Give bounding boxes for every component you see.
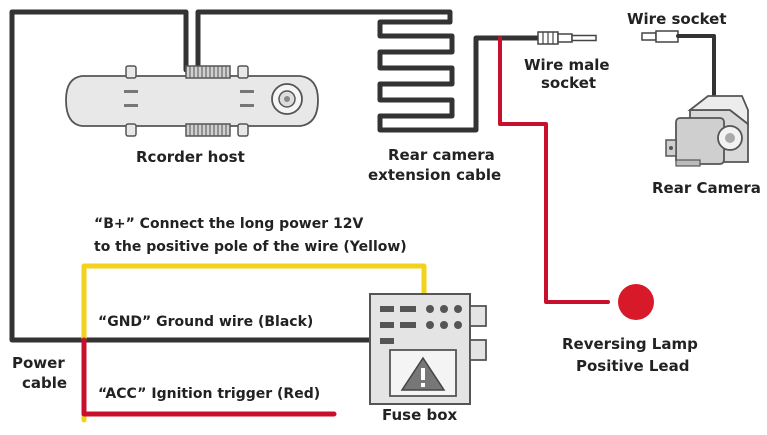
bplus-label-1: “B+” Connect the long power 12V [94,216,364,232]
wire-socket [641,30,716,100]
gnd-label: “GND” Ground wire (Black) [98,314,313,330]
bplus-label-2: to the positive pole of the wire (Yellow… [94,239,407,255]
reversing-lamp-label-1: Reversing Lamp [562,335,698,353]
rear-camera-label: Rear Camera [652,179,761,197]
rear-camera-extension-cable [377,19,503,133]
acc-label: “ACC” Ignition trigger (Red) [98,386,320,402]
warning-triangle-icon [400,356,446,391]
rear-camera-extension-label-2: extension cable [368,166,501,184]
power-cable-label-2: cable [22,374,67,392]
power-cable-label-1: Power [12,354,65,372]
reversing-lamp-wire [498,36,610,304]
wire-male-socket-label-1: Wire male [524,56,610,74]
reversing-lamp-label-2: Positive Lead [576,357,689,375]
recorder-to-extension-wire [195,9,453,73]
red-dot-icon [618,284,654,320]
rear-camera-extension-label-1: Rear camera [388,146,495,164]
rear-camera-icon [665,95,749,167]
recorder-host-label: Rcorder host [136,148,245,166]
wire-male-socket-label-2: socket [541,74,596,92]
mirror-dashcam-icon [65,65,319,137]
wire-male-socket [537,31,597,45]
acc-red-wire [81,337,337,417]
power-cable-wire [9,9,375,343]
wire-socket-label: Wire socket [627,10,727,28]
fuse-box-label: Fuse box [382,406,458,424]
